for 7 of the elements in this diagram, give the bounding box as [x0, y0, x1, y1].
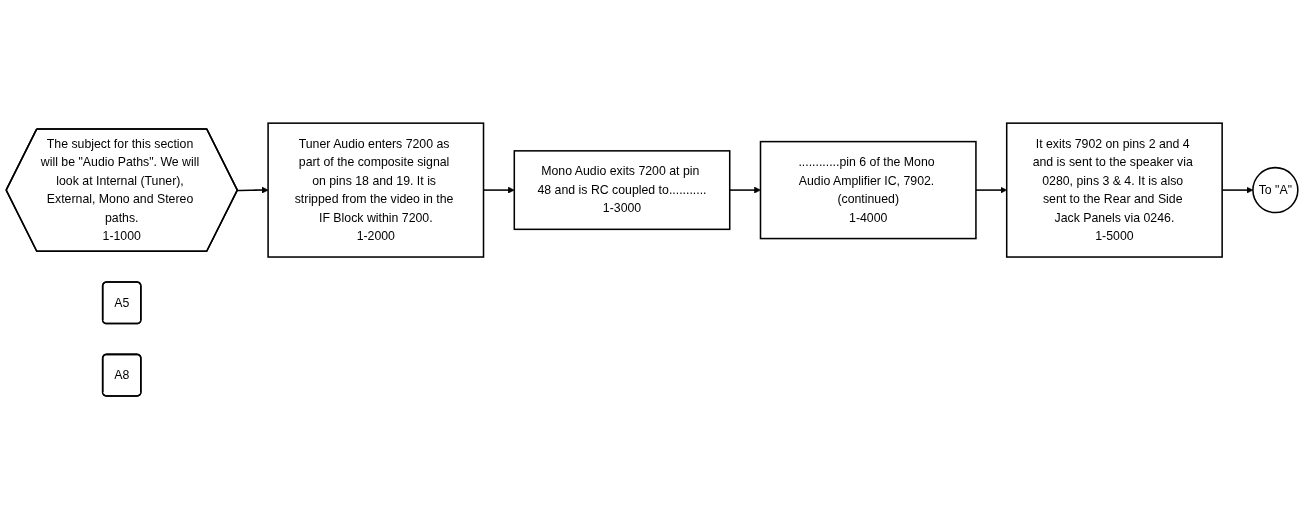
- node-box: ............pin 6 of the Mono Audio Amplifier IC, 7902. (continued) 1-4000: [759, 140, 977, 240]
- node-circle: To "A": [1252, 166, 1299, 214]
- arrow: [975, 186, 1007, 194]
- node-box: Tuner Audio enters 7200 as part of the composite signal on pins 18 and 19. It is stripped from the video in the IF Block within 7200. 1-2000: [267, 122, 485, 258]
- node-box: Mono Audio exits 7200 at pin 48 and is RC coupled to........... 1-3000: [513, 150, 731, 231]
- node-box: It exits 7902 on pins 2 and 4 and is sent to the speaker via 0280, pins 3 & 4. It is also sent to the Rear and Side Jack Panels via 0246. 1-5000: [1005, 122, 1223, 258]
- arrow: [236, 186, 269, 194]
